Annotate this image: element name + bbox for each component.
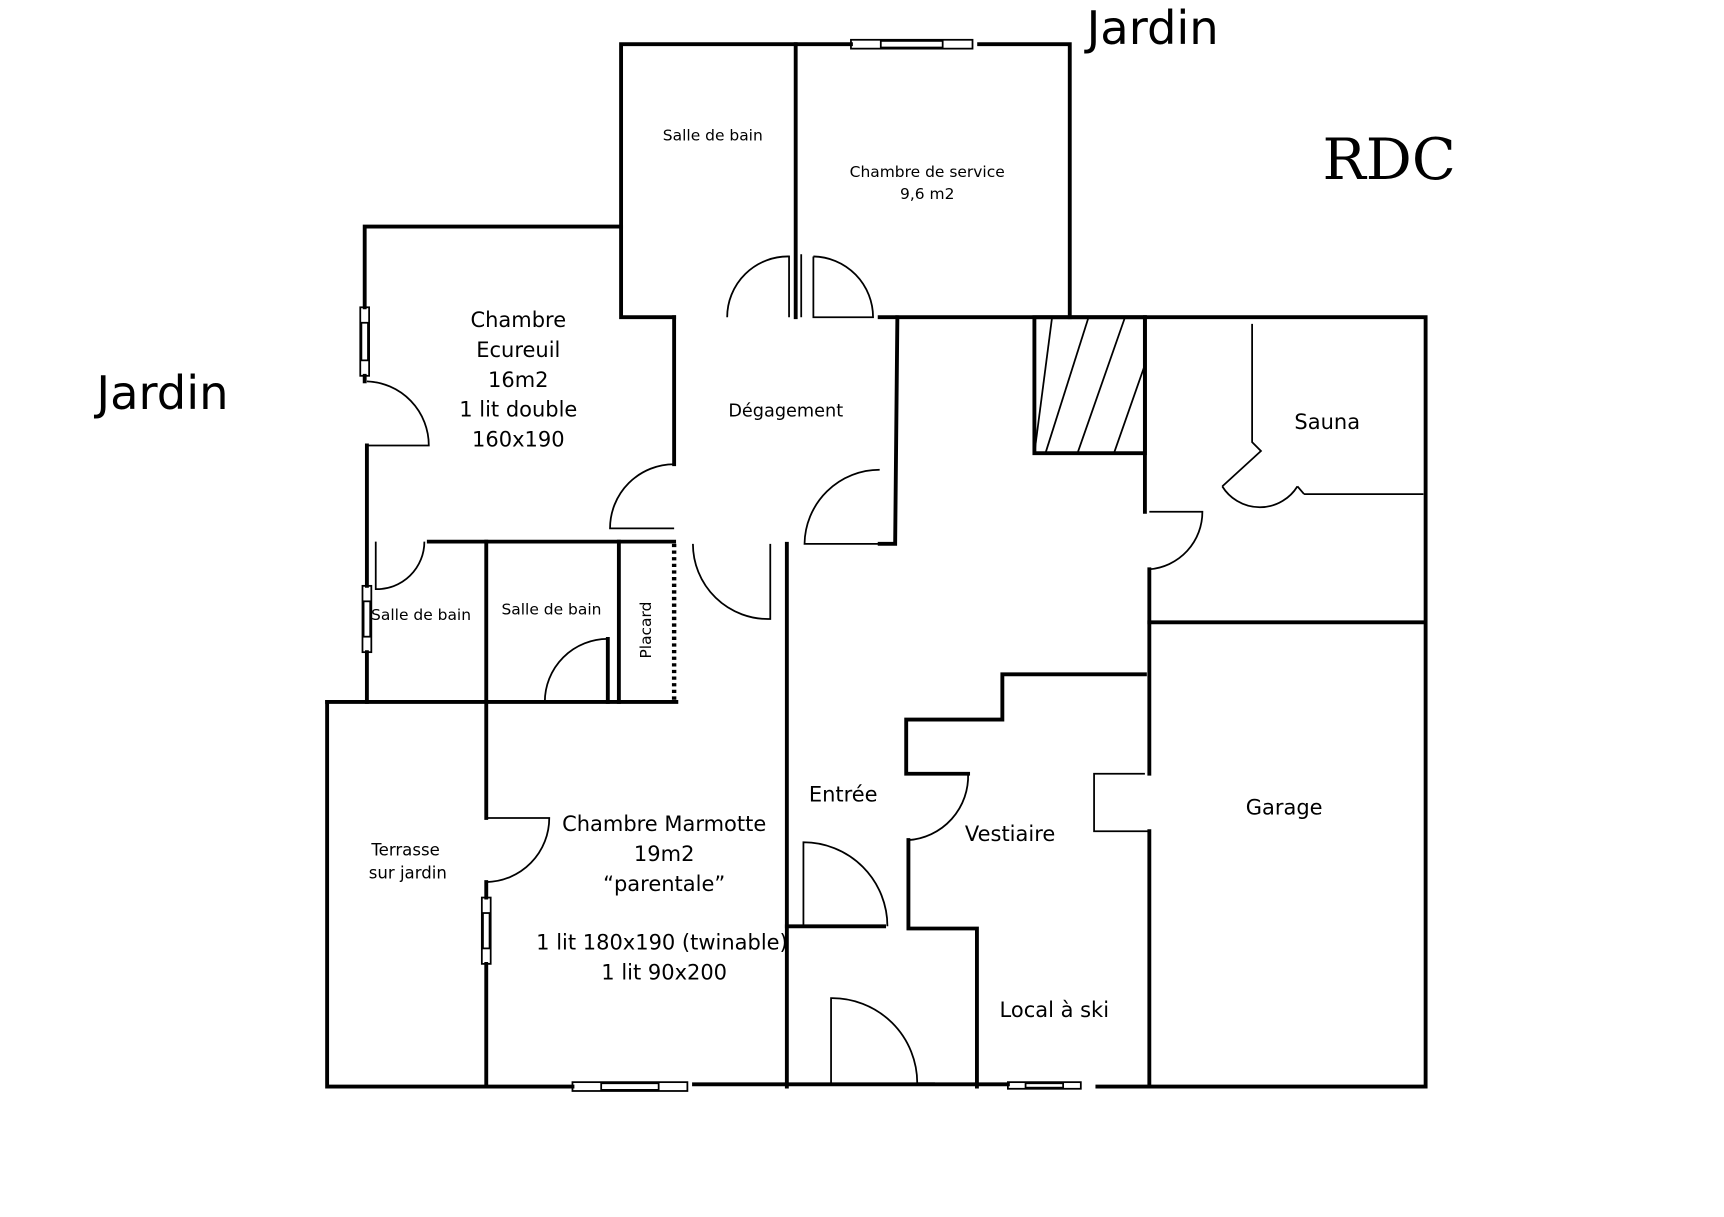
- room-salle-de-bain-top: Salle de bain: [663, 126, 763, 144]
- room-chambre-ecureuil: Chambre Ecureuil 16m2 1 lit double 160x1…: [459, 308, 577, 451]
- jardin-label-left: Jardin: [93, 366, 228, 420]
- level-label: RDC: [1322, 126, 1455, 193]
- room-garage: Garage: [1246, 796, 1323, 820]
- room-local-ski: Local à ski: [1000, 998, 1110, 1022]
- room-salle-de-bain-left: Salle de bain: [371, 606, 471, 624]
- room-line: 19m2: [634, 842, 694, 866]
- walls: [325, 42, 1428, 1089]
- room-chambre-marmotte: Chambre Marmotte 19m2 “parentale” 1 lit …: [536, 812, 788, 984]
- room-line: Ecureuil: [476, 338, 560, 362]
- room-line: Chambre Marmotte: [562, 812, 766, 836]
- room-line: 1 lit 180x190 (twinable): [536, 931, 788, 955]
- room-terrasse: Terrasse sur jardin: [369, 841, 447, 883]
- room-line: Chambre: [470, 308, 566, 332]
- room-placard: Placard: [637, 602, 655, 659]
- room-salle-de-bain-mid: Salle de bain: [501, 601, 601, 619]
- room-name: Chambre de service: [850, 163, 1005, 181]
- room-sauna: Sauna: [1294, 410, 1360, 434]
- room-vestiaire: Vestiaire: [965, 822, 1055, 846]
- room-line: “parentale”: [603, 872, 725, 896]
- room-line: sur jardin: [369, 864, 447, 883]
- room-chambre-service: Chambre de service 9,6 m2: [850, 163, 1005, 203]
- room-line: 1 lit 90x200: [601, 960, 727, 984]
- jardin-label-top: Jardin: [1084, 1, 1219, 55]
- doors: [366, 255, 1299, 1085]
- room-line: 16m2: [488, 368, 548, 392]
- room-line: 160x190: [472, 428, 565, 452]
- room-degagement: Dégagement: [728, 402, 843, 422]
- windows: [359, 38, 1082, 1092]
- room-line: Terrasse: [370, 841, 439, 860]
- room-area: 9,6 m2: [900, 185, 954, 203]
- room-line: 1 lit double: [459, 398, 577, 422]
- room-entree: Entrée: [809, 782, 878, 806]
